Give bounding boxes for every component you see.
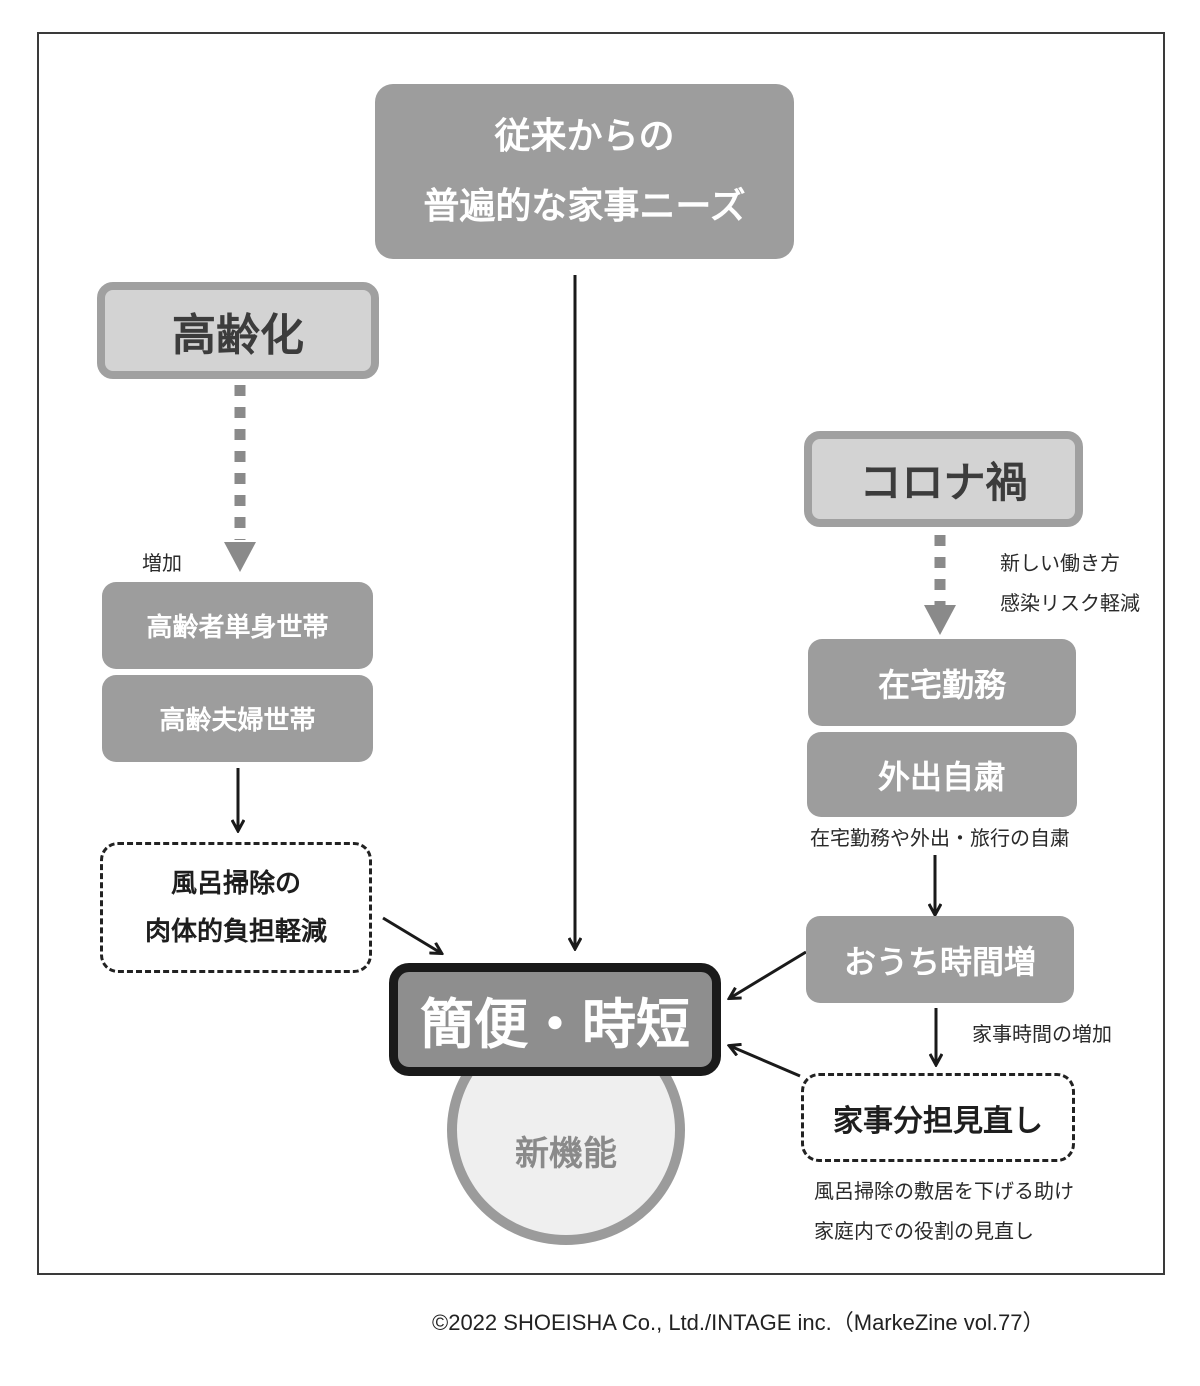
arrowhead-corona xyxy=(924,605,956,635)
chore-sharing-label: 家事分担見直し xyxy=(833,1103,1043,1139)
convenience-time-saving-node: 簡便・時短 xyxy=(389,963,721,1076)
arrow-sharing-to-center xyxy=(730,1046,801,1078)
universal-needs-line2: 普遍的な家事ニーズ xyxy=(423,185,746,227)
convenience-time-saving-label: 簡便・時短 xyxy=(420,993,690,1056)
chore-sharing-node: 家事分担見直し xyxy=(801,1073,1075,1162)
bath-burden-line2: 肉体的負担軽減 xyxy=(144,916,327,947)
infection-risk-label: 感染リスク軽減 xyxy=(1000,591,1140,615)
bath-burden-node: 風呂掃除の 肉体的負担軽減 xyxy=(100,842,372,973)
home-time-node: おうち時間増 xyxy=(806,916,1074,1003)
corona-node: コロナ禍 xyxy=(804,431,1083,527)
new-work-style-label: 新しい働き方 xyxy=(1000,551,1120,575)
universal-needs-node: 従来からの 普遍的な家事ニーズ xyxy=(375,84,794,259)
arrowhead-aging xyxy=(224,542,256,572)
universal-needs-line1: 従来からの xyxy=(494,115,675,157)
arrow-hometime-to-center xyxy=(730,950,807,998)
chore-sharing-note-2: 家庭内での役割の見直し xyxy=(814,1219,1034,1243)
home-time-label: おうち時間増 xyxy=(843,942,1036,981)
aging-label: 高齢化 xyxy=(172,309,304,361)
bath-burden-line1: 風呂掃除の xyxy=(170,868,301,899)
chore-sharing-note-1: 風呂掃除の敷居を下げる助け xyxy=(814,1179,1074,1203)
remote-work-node: 在宅勤務 xyxy=(808,639,1076,726)
home-time-note: 家事時間の増加 xyxy=(972,1022,1112,1046)
arrow-bath-to-center xyxy=(382,916,441,953)
stay-home-node: 外出自粛 xyxy=(807,732,1077,817)
elderly-single-household-node: 高齢者単身世帯 xyxy=(102,582,373,669)
elderly-couple-household-node: 高齢夫婦世帯 xyxy=(102,675,373,762)
diagram-frame xyxy=(37,32,1165,1275)
stay-home-label: 外出自粛 xyxy=(877,757,1006,796)
elderly-couple-household-label: 高齢夫婦世帯 xyxy=(159,706,316,736)
elderly-single-household-label: 高齢者単身世帯 xyxy=(146,613,329,643)
remote-work-label: 在宅勤務 xyxy=(877,665,1006,704)
increase-label: 増加 xyxy=(142,551,182,575)
copyright-footer: ©2022 SHOEISHA Co., Ltd./INTAGE inc.（Mar… xyxy=(432,1310,1045,1335)
aging-node: 高齢化 xyxy=(97,282,379,379)
corona-label: コロナ禍 xyxy=(859,457,1028,507)
new-features-label: 新機能 xyxy=(515,1133,617,1174)
stay-home-note: 在宅勤務や外出・旅行の自粛 xyxy=(810,826,1070,850)
